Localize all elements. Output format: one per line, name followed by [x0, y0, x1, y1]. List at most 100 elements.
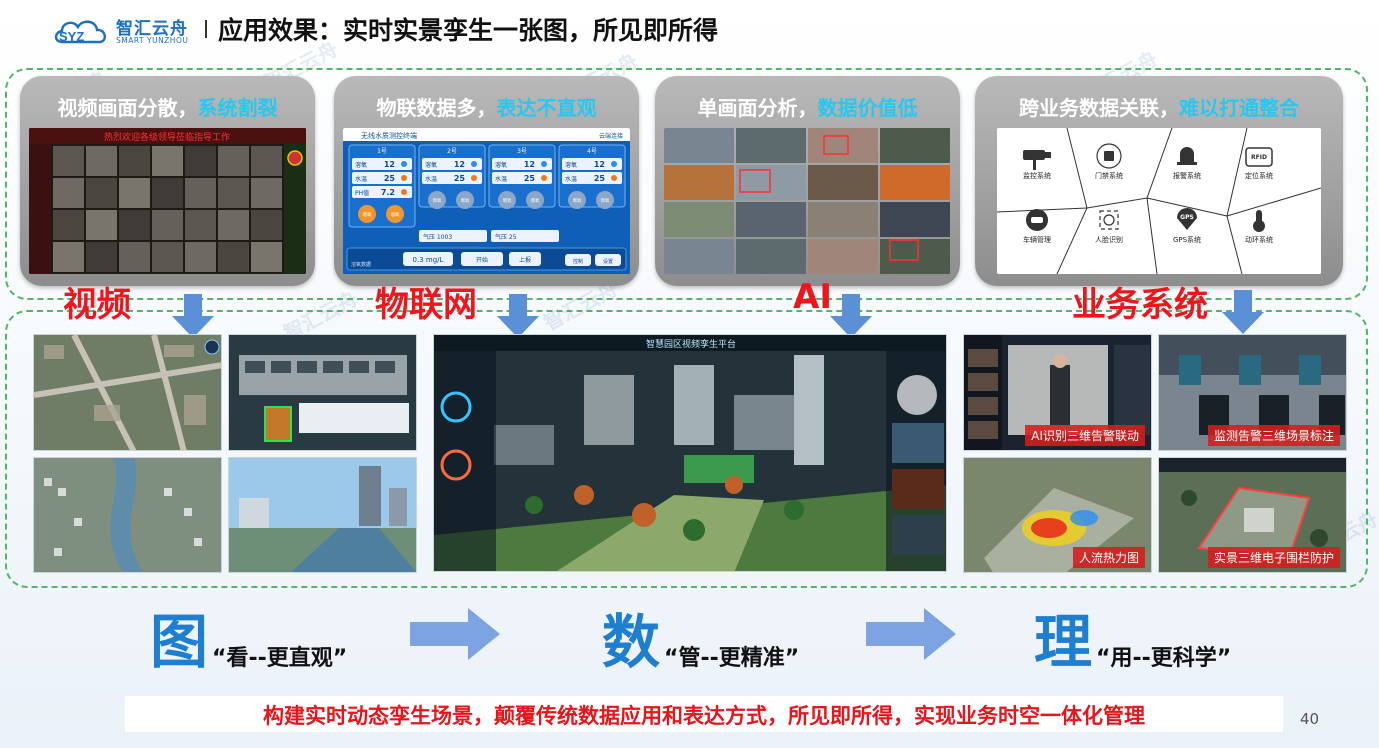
- page-title: 应用效果：实时实景孪生一张图，所见即所得: [218, 16, 719, 45]
- down-arrow-icon: [172, 294, 214, 338]
- svg-text:增氧: 增氧: [573, 197, 582, 204]
- system-label: 监控系统: [1023, 171, 1051, 180]
- twin-city-aerial-image: [33, 334, 222, 451]
- svg-text:智慧园区视频孪生平台: 智慧园区视频孪生平台: [646, 338, 736, 350]
- svg-text:溶氧: 溶氧: [495, 161, 507, 169]
- systems-map: 监控系统门禁系统报警系统RFID定位系统车辆管理人脸识别GPSGPS系统动环系统: [997, 128, 1321, 274]
- camera-tile: [53, 242, 84, 272]
- camera-tile: [86, 146, 117, 176]
- camera-tile: [251, 146, 282, 176]
- camera-tile: [119, 242, 150, 272]
- camera-icon: [1023, 150, 1051, 170]
- svg-text:12: 12: [384, 160, 395, 169]
- svg-text:25: 25: [524, 174, 536, 183]
- pump-toggle-icon[interactable]: [386, 205, 404, 223]
- twin-fence-image: 实景三维电子围栏防护: [1158, 457, 1347, 573]
- page-number: 40: [1300, 710, 1320, 728]
- camera-tile: [664, 128, 734, 163]
- svg-text:1号: 1号: [377, 148, 387, 155]
- footer-banner: 构建实时动态孪生场景，颠覆传统数据应用和表达方式，所见即所得，实现业务时空一体化…: [125, 696, 1283, 732]
- system-label: 动环系统: [1245, 235, 1273, 244]
- svg-text:设置: 设置: [603, 258, 613, 265]
- down-arrow-icon: [1222, 290, 1264, 334]
- door-lock-icon: [1096, 143, 1122, 169]
- pump-toggle-icon[interactable]: [428, 191, 446, 209]
- svg-text:开始: 开始: [476, 256, 488, 264]
- system-label: 报警系统: [1173, 171, 1201, 180]
- rfid-icon: RFID: [1245, 147, 1273, 167]
- pump-toggle-icon[interactable]: [568, 191, 586, 209]
- system-label: 定位系统: [1245, 171, 1273, 180]
- svg-text:云端连接: 云端连接: [599, 132, 623, 140]
- camera-tile: [86, 210, 117, 240]
- camera-tile: [185, 242, 216, 272]
- camera-tile: [86, 242, 117, 272]
- alarm-icon: [1177, 147, 1197, 165]
- camera-tile: [53, 178, 84, 208]
- svg-text:水温: 水温: [355, 175, 367, 183]
- camera-tile: [808, 202, 878, 237]
- card-title: 跨业务数据关联，难以打通整合: [1019, 96, 1299, 120]
- svg-text:无线水质测控终端: 无线水质测控终端: [361, 131, 417, 140]
- system-label: 门禁系统: [1095, 171, 1123, 180]
- svg-text:控制: 控制: [573, 258, 583, 265]
- cloud-logo-icon: SYZ: [54, 20, 106, 44]
- label-ai: AI: [793, 277, 832, 317]
- title-divider: [205, 20, 207, 38]
- camera-tile: [152, 242, 183, 272]
- camera-tile: [251, 178, 282, 208]
- camera-tile: [736, 239, 806, 274]
- svg-text:热烈欢迎各级领导莅临指导工作: 热烈欢迎各级领导莅临指导工作: [104, 131, 230, 143]
- pump-toggle-icon[interactable]: [498, 191, 516, 209]
- twin-ai-alarm-image: AI识别三维告警联动: [963, 334, 1152, 451]
- pump-toggle-icon[interactable]: [596, 191, 614, 209]
- problems-group: [5, 68, 1368, 300]
- svg-text:25: 25: [384, 174, 396, 183]
- camera-tile: [218, 210, 249, 240]
- svg-text:7.2: 7.2: [381, 188, 395, 197]
- label-video: 视频: [63, 285, 131, 325]
- logo-text-cn: 智汇云舟: [116, 19, 188, 39]
- slide-header: SYZ 智汇云舟 SMART YUNZHOU 应用效果：实时实景孪生一张图，所见…: [0, 0, 1379, 56]
- svg-text:12: 12: [594, 160, 605, 169]
- camera-tile: [736, 165, 806, 200]
- svg-text:水温: 水温: [495, 175, 507, 183]
- camera-tile: [736, 128, 806, 163]
- video-wall-grid: 热烈欢迎各级领导莅临指导工作: [29, 128, 306, 274]
- thermometer-icon: [1253, 210, 1265, 232]
- car-icon: [1026, 209, 1048, 231]
- right-arrow-icon: [866, 608, 956, 660]
- twin-canal-image: [228, 457, 417, 573]
- ai-analysis-image: [664, 128, 951, 274]
- svg-text:增氧: 增氧: [363, 211, 372, 218]
- summary-char-shu: 数: [602, 608, 661, 676]
- summary-text-shu: “管--更精准”: [664, 646, 800, 671]
- caption: 实景三维电子围栏防护: [1207, 547, 1340, 568]
- twin-river-district-image: [33, 457, 222, 573]
- camera-tile: [185, 146, 216, 176]
- twin-group: [5, 310, 1368, 588]
- camera-tile: [664, 239, 734, 274]
- camera-tile: [664, 165, 734, 200]
- camera-tile: [119, 178, 150, 208]
- camera-tile: [119, 146, 150, 176]
- svg-text:气压 1003: 气压 1003: [423, 233, 452, 241]
- pump-toggle-icon[interactable]: [456, 191, 474, 209]
- twin-platform-main-image: 智慧园区视频孪生平台: [433, 334, 947, 572]
- camera-tile: [664, 202, 734, 237]
- svg-text:上报: 上报: [519, 256, 531, 264]
- camera-tile: [251, 242, 282, 272]
- svg-text:水温: 水温: [425, 175, 437, 183]
- gps-icon: GPS: [1177, 208, 1197, 230]
- camera-tile: [218, 242, 249, 272]
- pump-toggle-icon[interactable]: [358, 205, 376, 223]
- camera-tile: [119, 210, 150, 240]
- caption: AI识别三维告警联动: [1025, 425, 1145, 446]
- svg-text:溶氧: 溶氧: [565, 161, 577, 169]
- svg-text:4号: 4号: [587, 148, 597, 155]
- pump-toggle-icon[interactable]: [526, 191, 544, 209]
